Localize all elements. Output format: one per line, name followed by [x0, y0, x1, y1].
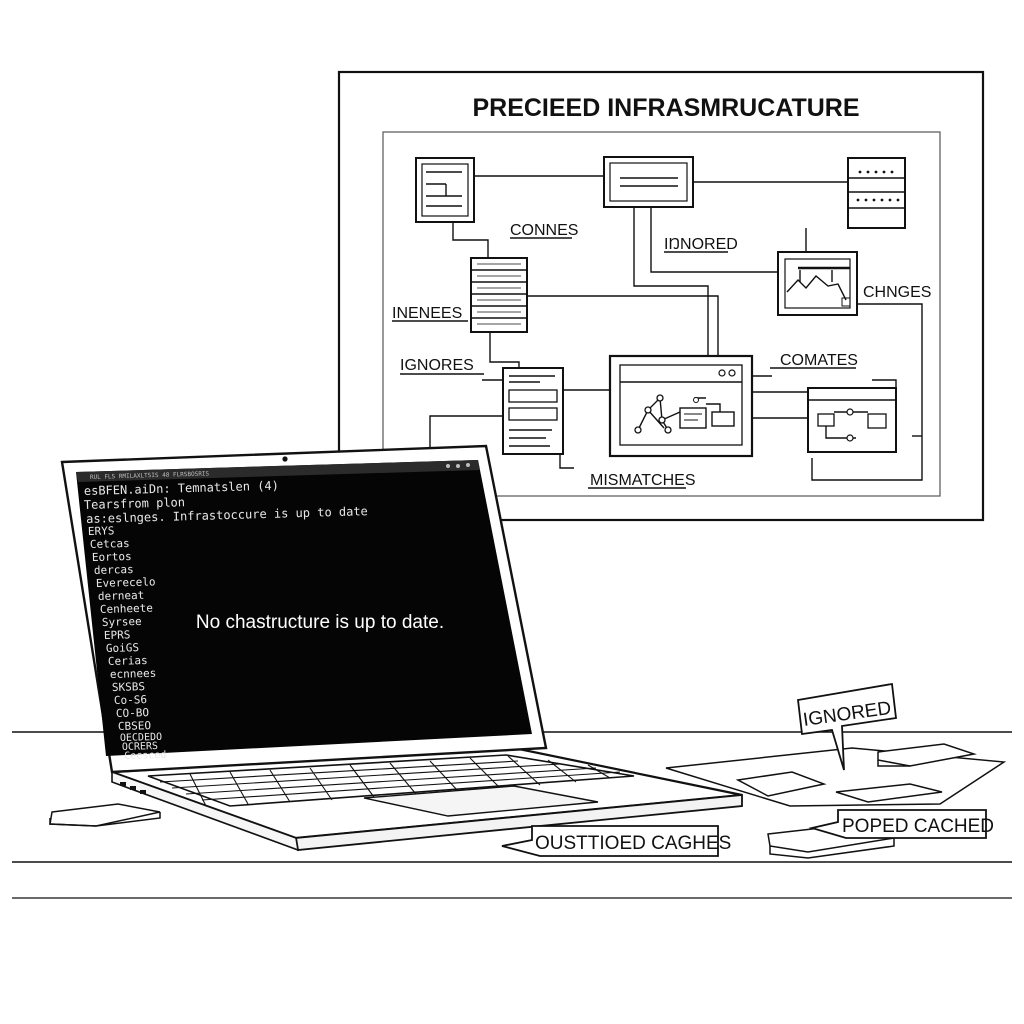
box-node-lower-right [807, 387, 897, 453]
server-node-top-right [847, 157, 906, 229]
terminal-message: No chastructure is up to date. [196, 612, 444, 633]
rack-node-mid-left [470, 257, 528, 333]
terminal-line: SKSBS [112, 680, 145, 694]
chart-node-right [777, 251, 858, 316]
terminal-line: Cetcas [90, 537, 130, 551]
keyboard [147, 754, 635, 807]
laptop: RUL FLS RMILAXLTSIS 48 FLRSBOSRIS esBFEN… [60, 444, 743, 852]
desk-papers [49, 743, 1007, 859]
terminal-line: CBSEO [118, 719, 151, 733]
box-node-top-center [603, 156, 694, 208]
terminal-line: Eortos [92, 550, 132, 564]
label-comates: COMATES [780, 352, 858, 369]
terminal-line: CO-BO [116, 706, 149, 720]
doc-node-top-left [415, 157, 475, 223]
terminal-line: Cenheete [100, 602, 153, 616]
sign-poped-cached: POPED CACHED [808, 809, 994, 839]
terminal-screen [76, 460, 532, 756]
trackpad [363, 785, 599, 817]
terminal-line: derneat [98, 589, 145, 603]
label-connes: CONNES [510, 222, 578, 239]
label-changes: CHNGES [863, 284, 931, 301]
infrastructure-poster: PRECIEED INFRASMRUCATURE [337, 70, 985, 522]
terminal-window-title: RUL FLS RMILAXLTSIS 48 FLRSBOSRIS [90, 470, 210, 481]
terminal-line: esBFEN.aiDn: Temnatslen (4) [84, 479, 279, 498]
terminal-line: OCRERS [122, 741, 158, 753]
terminal-line: Syrsee [102, 615, 142, 629]
terminal-line: Cerias [108, 654, 148, 668]
label-ignored-top: IŊNORED [664, 236, 738, 253]
label-mismatches: MISMATCHES [590, 472, 695, 489]
terminal-line: OECDEDO [120, 732, 162, 744]
terminal-line: Everecelo [96, 575, 156, 590]
terminal-line: GoiGS [106, 641, 139, 655]
label-inenees: INENEES [392, 305, 462, 322]
doc-node-lower-left [502, 367, 564, 455]
poster-title: PRECIEED INFRASMRUCATURE [472, 94, 859, 122]
sign-oustioed-caches: OUSTTIOED CAGHES [501, 825, 731, 857]
sign-poped-cached-text: POPED CACHED [842, 816, 994, 837]
terminal-line: Co-S6 [114, 693, 147, 707]
sign-oustioed-caches-text: OUSTTIOED CAGHES [535, 833, 731, 854]
terminal-line: Cecsced [124, 750, 166, 762]
label-ignores: IGNORES [400, 357, 474, 374]
terminal-line: dercas [94, 563, 134, 577]
terminal-line: EPRS [104, 628, 131, 642]
terminal-line: Tearsfrom plon [84, 495, 186, 512]
window-node-center [608, 354, 754, 458]
terminal-output: esBFEN.aiDn: Temnatslen (4) Tearsfrom pl… [84, 479, 368, 762]
terminal-line: ERYS [88, 524, 115, 538]
terminal-line: ecnnees [110, 667, 157, 681]
